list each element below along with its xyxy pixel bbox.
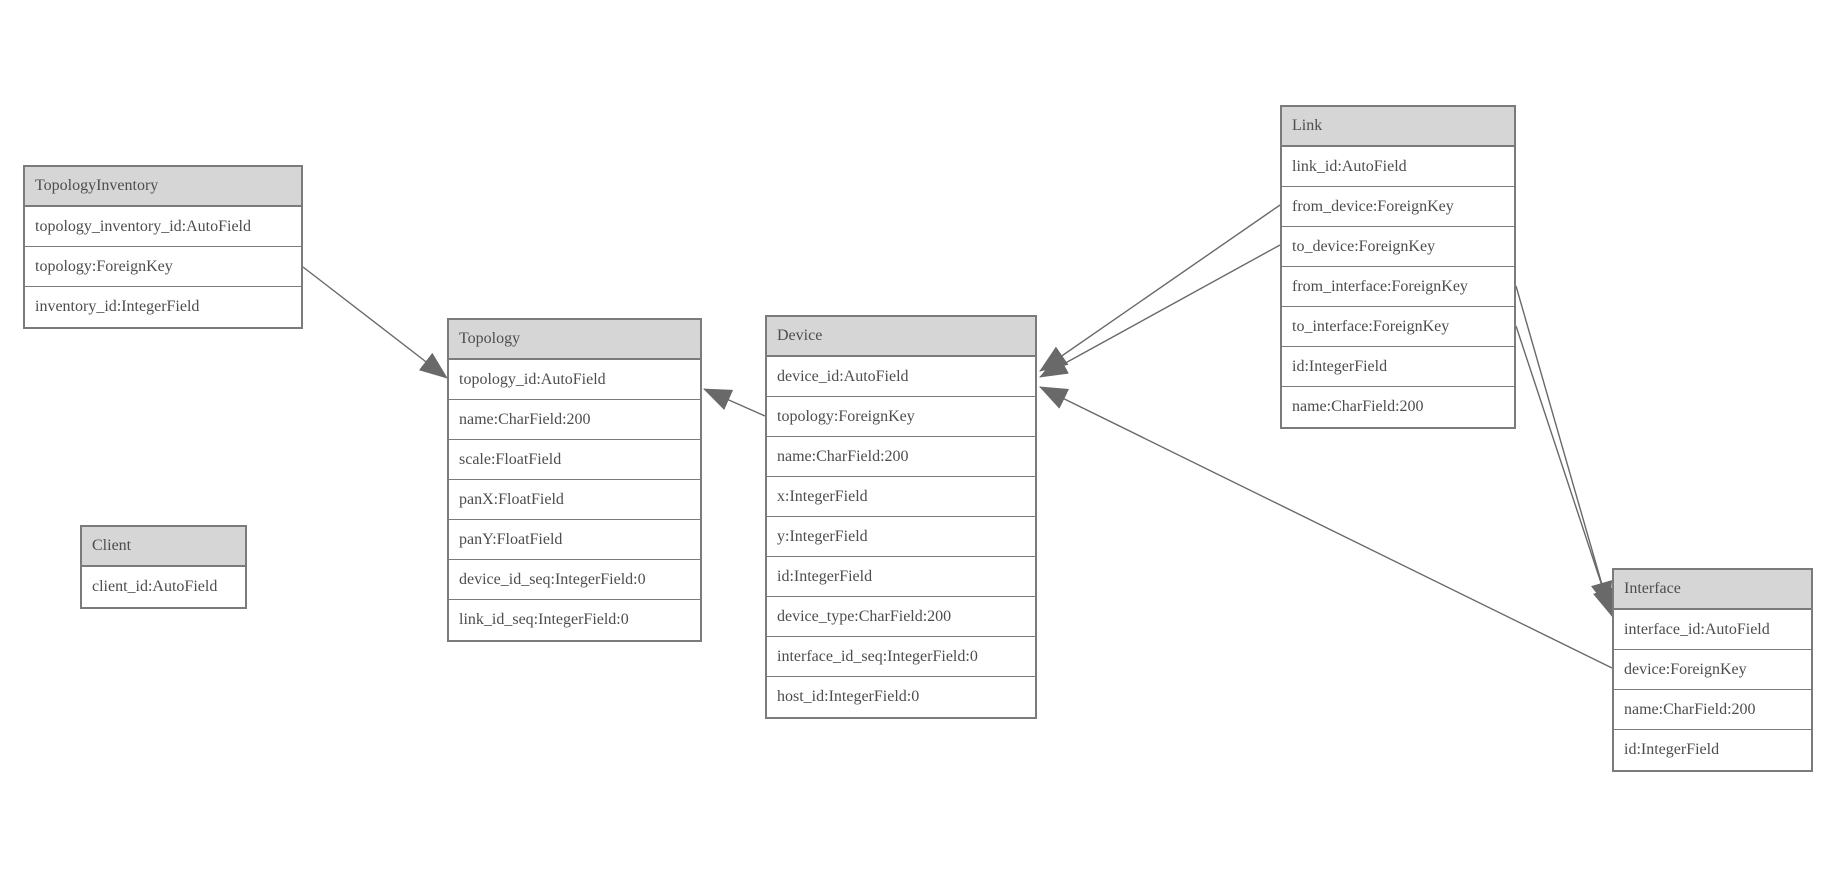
entity-field-row: link_id:AutoField	[1282, 147, 1514, 187]
entity-field-row: host_id:IntegerField:0	[767, 677, 1035, 717]
edge-link-todevice-device	[1039, 244, 1281, 378]
edge-device-topology	[703, 388, 766, 417]
edge-link-frominterface-interface	[1515, 285, 1613, 610]
edge-link-fromdevice-device	[1039, 204, 1281, 372]
edge-interface-device	[1039, 386, 1613, 669]
entity-field-row: topology:ForeignKey	[767, 397, 1035, 437]
entity-field-row: from_interface:ForeignKey	[1282, 267, 1514, 307]
entity-field-row: inventory_id:IntegerField	[25, 287, 301, 327]
entity-client-rows: client_id:AutoField	[82, 567, 245, 607]
entity-field-row: name:CharField:200	[1282, 387, 1514, 427]
entity-field-row: to_device:ForeignKey	[1282, 227, 1514, 267]
entity-field-row: link_id_seq:IntegerField:0	[449, 600, 700, 640]
entity-topology-inventory-header: TopologyInventory	[25, 167, 301, 207]
entity-link-header: Link	[1282, 107, 1514, 147]
edge-link-tointerface-interface	[1515, 325, 1614, 617]
entity-field-row: panX:FloatField	[449, 480, 700, 520]
edge-topologyinventory-topology	[302, 266, 448, 379]
entity-field-row: topology:ForeignKey	[25, 247, 301, 287]
entity-field-row: topology_id:AutoField	[449, 360, 700, 400]
entity-topology-inventory: TopologyInventory topology_inventory_id:…	[23, 165, 303, 329]
entity-field-row: client_id:AutoField	[82, 567, 245, 607]
entity-field-row: id:IntegerField	[767, 557, 1035, 597]
entity-field-row: name:CharField:200	[1614, 690, 1811, 730]
entity-field-row: to_interface:ForeignKey	[1282, 307, 1514, 347]
entity-field-row: device_id_seq:IntegerField:0	[449, 560, 700, 600]
entity-field-row: id:IntegerField	[1282, 347, 1514, 387]
entity-field-row: from_device:ForeignKey	[1282, 187, 1514, 227]
entity-field-row: device_id:AutoField	[767, 357, 1035, 397]
entity-field-row: device_type:CharField:200	[767, 597, 1035, 637]
entity-client: Client client_id:AutoField	[80, 525, 247, 609]
entity-client-header: Client	[82, 527, 245, 567]
entity-field-row: topology_inventory_id:AutoField	[25, 207, 301, 247]
entity-field-row: name:CharField:200	[767, 437, 1035, 477]
entity-field-row: interface_id_seq:IntegerField:0	[767, 637, 1035, 677]
entity-field-row: name:CharField:200	[449, 400, 700, 440]
entity-device-header: Device	[767, 317, 1035, 357]
entity-field-row: panY:FloatField	[449, 520, 700, 560]
entity-field-row: id:IntegerField	[1614, 730, 1811, 770]
entity-field-row: x:IntegerField	[767, 477, 1035, 517]
entity-field-row: interface_id:AutoField	[1614, 610, 1811, 650]
entity-interface-header: Interface	[1614, 570, 1811, 610]
entity-topology-header: Topology	[449, 320, 700, 360]
entity-field-row: y:IntegerField	[767, 517, 1035, 557]
entity-field-row: scale:FloatField	[449, 440, 700, 480]
entity-field-row: device:ForeignKey	[1614, 650, 1811, 690]
